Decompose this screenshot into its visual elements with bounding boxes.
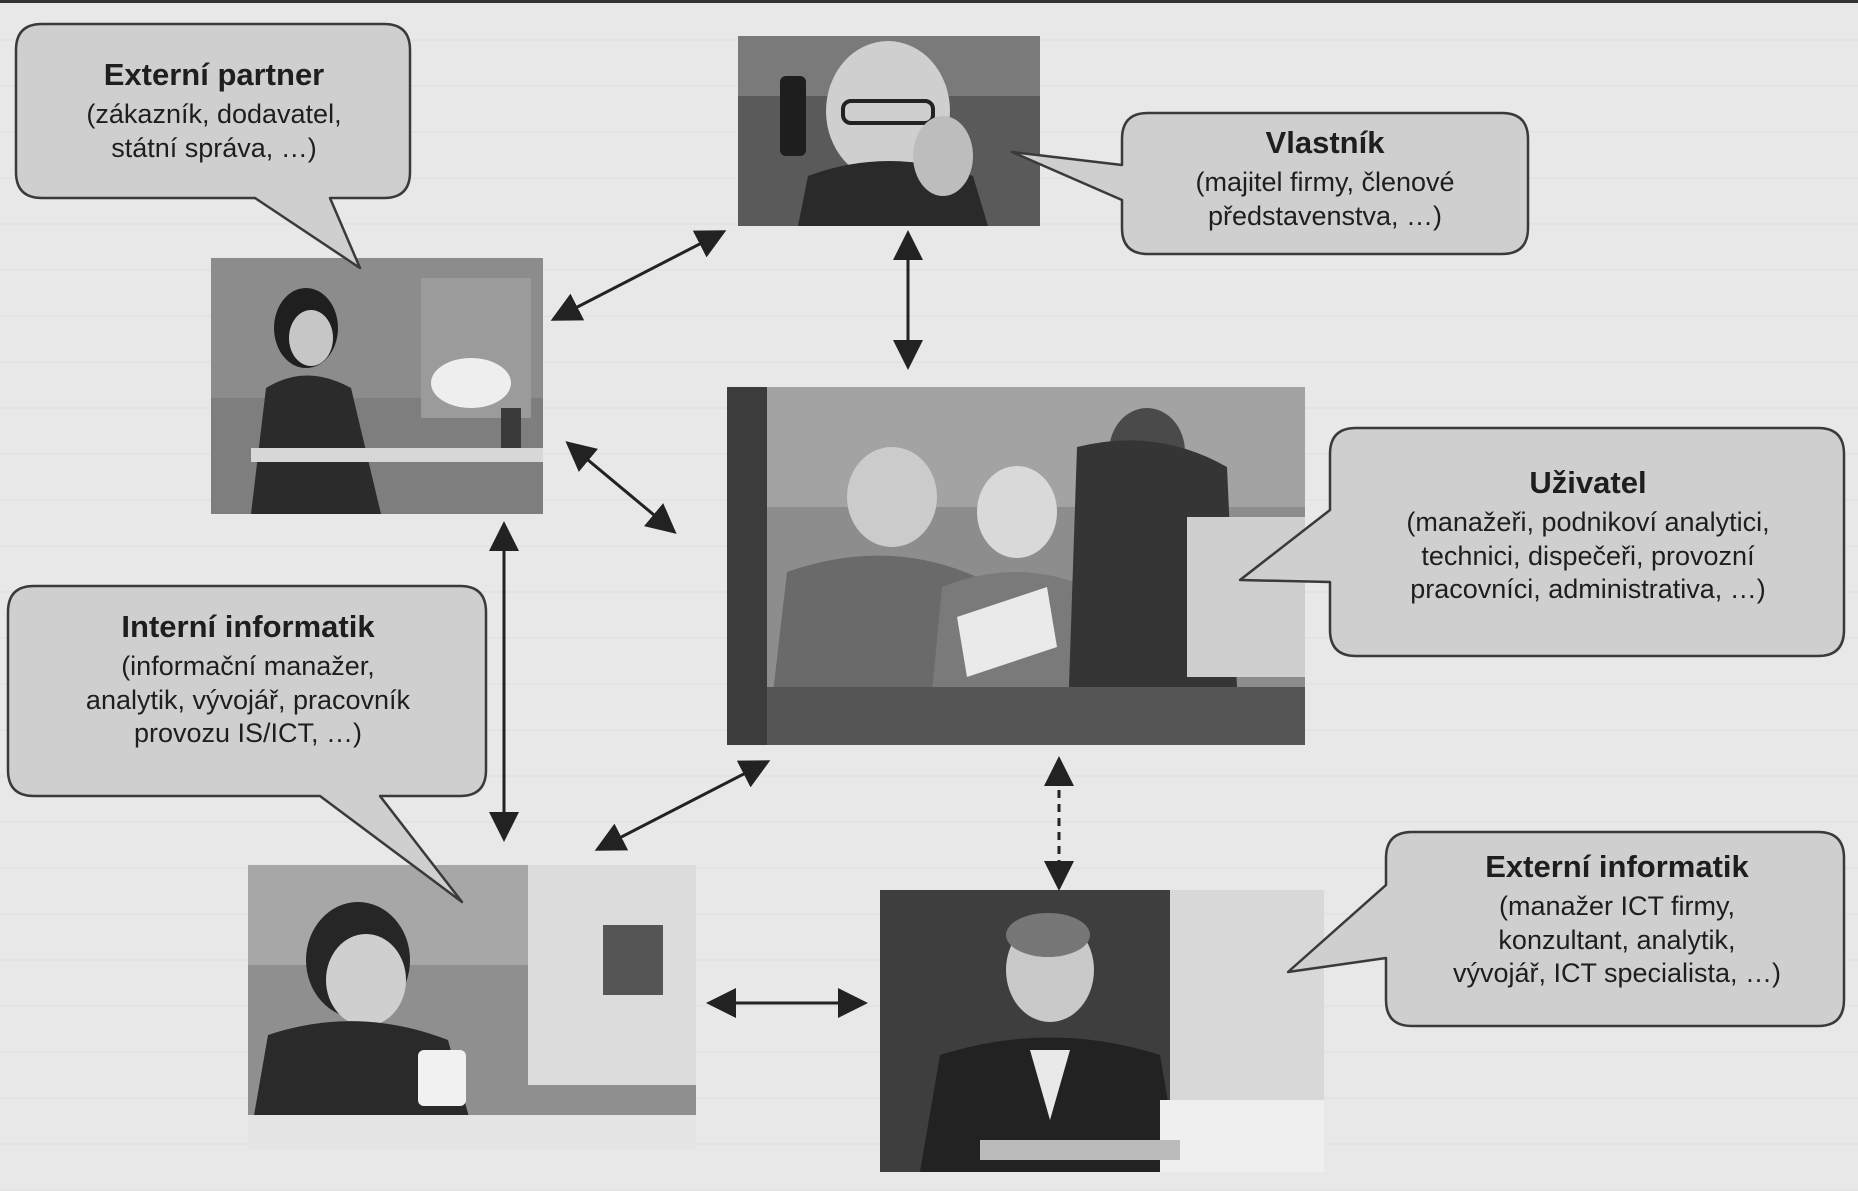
role-detail: (majitel firmy, členové představenstva, … [1195,167,1455,231]
role-detail: (informační manažer, analytik, vývojář, … [85,651,411,749]
label-user: Uživatel (manažeři, podnikoví analytici,… [1336,464,1840,607]
label-external-it: Externí informatik (manažer ICT firmy, k… [1394,848,1840,991]
label-external-partner: Externí partner (zákazník, dodavatel, st… [26,56,402,165]
photo-external-partner [211,258,543,514]
photo-external-it [880,890,1324,1172]
role-title: Uživatel [1529,465,1647,500]
role-detail: (manažeři, podnikoví analytici, technici… [1406,507,1770,605]
photo-owner [738,36,1040,226]
role-title: Interní informatik [121,609,375,644]
label-internal-it: Interní informatik (informační manažer, … [16,608,480,751]
role-title: Vlastník [1265,125,1385,160]
top-rule [0,0,1858,3]
photo-internal-it [248,865,696,1150]
photo-user [727,387,1305,745]
role-detail: (zákazník, dodavatel, státní správa, …) [86,99,342,163]
label-owner: Vlastník (majitel firmy, členové předsta… [1130,124,1520,233]
role-title: Externí partner [103,57,325,92]
role-title: Externí informatik [1485,849,1749,884]
role-detail: (manažer ICT firmy, konzultant, analytik… [1452,891,1782,989]
